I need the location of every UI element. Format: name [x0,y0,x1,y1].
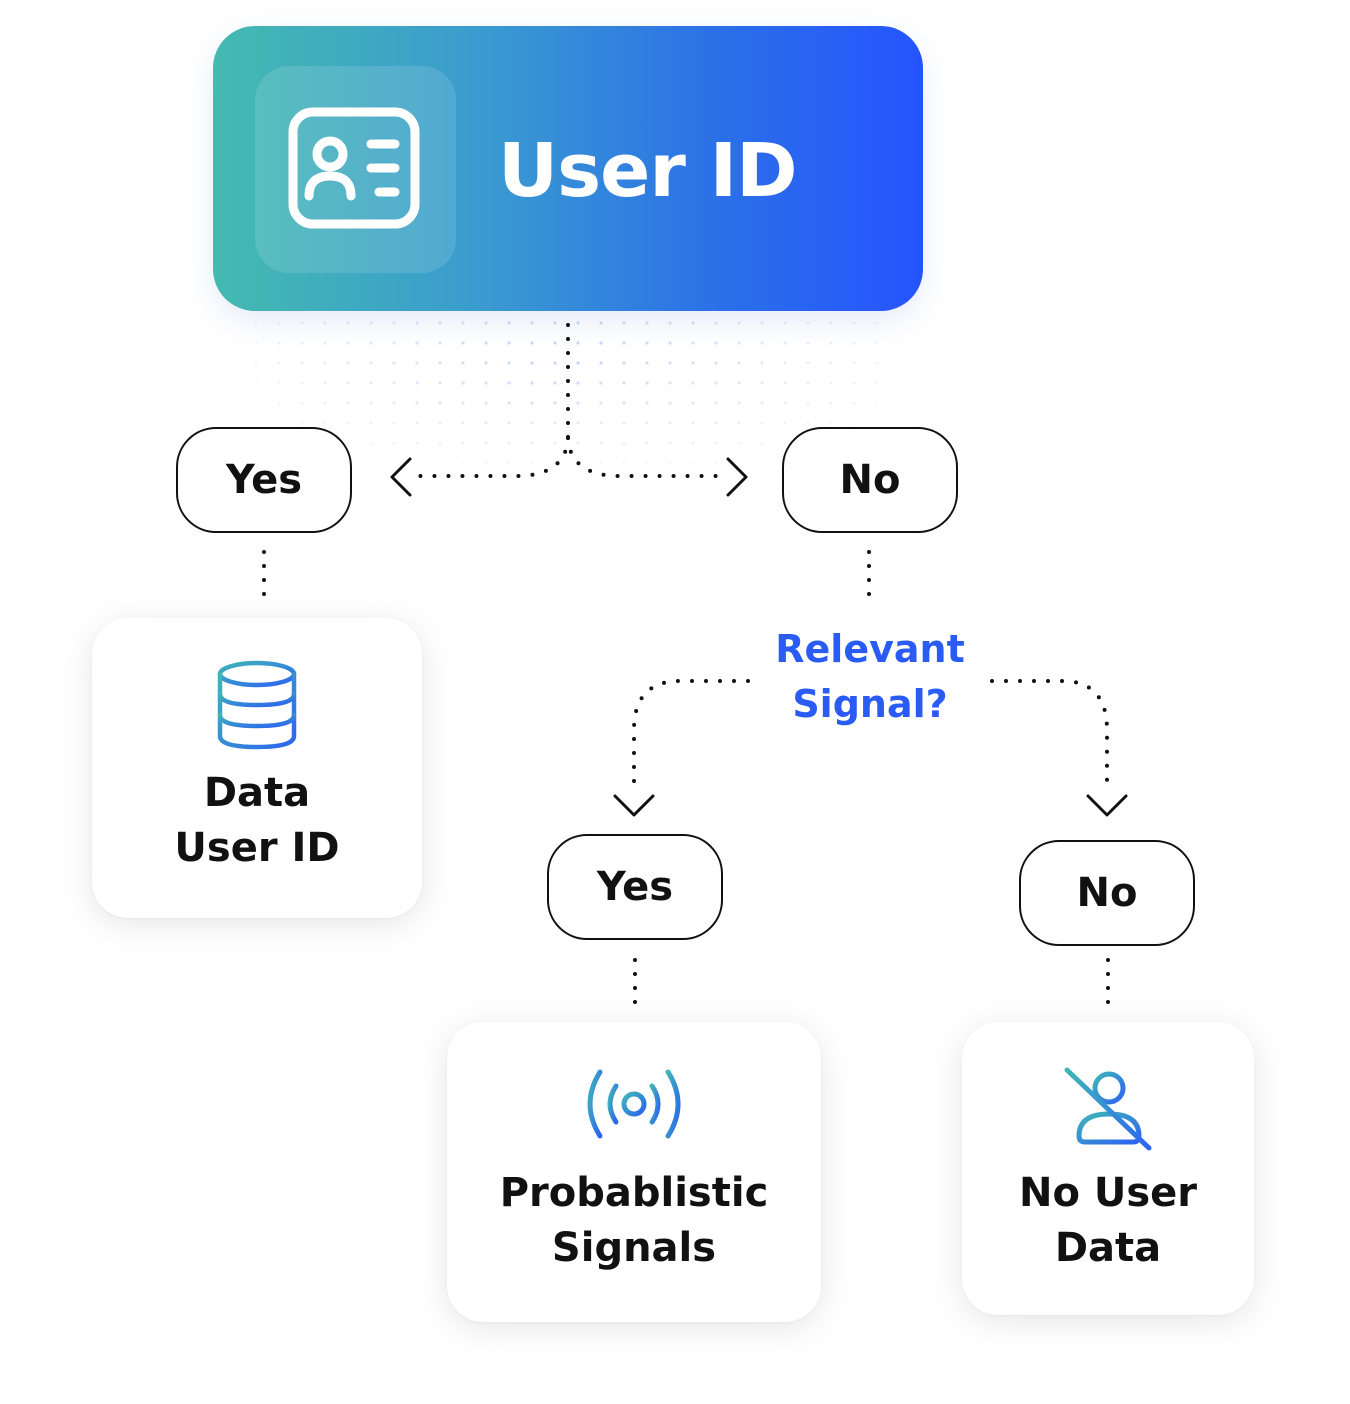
no-pill-level1: No [782,427,958,533]
no-user-data-label: No User Data [1018,1170,1198,1271]
user-slash-icon [1064,1067,1152,1151]
arrow-left-icon [390,457,412,497]
id-card-icon [288,107,420,229]
id-card-icon-tile [255,66,456,273]
arrow-down-left-icon [613,794,655,817]
probabilistic-signals-card: Probablistic Signals [447,1022,821,1322]
yes-pill-level2: Yes [547,834,723,940]
data-user-id-card: Data User ID [92,618,422,918]
question-to-yes-connector [632,679,750,792]
question-to-no-connector [990,679,1109,792]
root-to-yes-connector [418,436,570,478]
no-pill-level2: No [1019,840,1195,946]
root-to-no-connector [566,436,718,478]
arrow-down-right-icon [1086,794,1128,817]
signal-antenna-icon [587,1069,681,1153]
data-user-id-label: Data User ID [174,770,340,871]
user-id-header-card: User ID [213,26,923,311]
header-title: User ID [498,128,798,214]
probabilistic-signals-label: Probablistic Signals [499,1170,769,1271]
yes-pill-level1: Yes [176,427,352,533]
no-user-data-card: No User Data [962,1022,1254,1315]
arrow-right-icon [726,457,748,497]
database-icon [217,660,297,750]
relevant-signal-question: Relevant Signal? [775,627,965,726]
